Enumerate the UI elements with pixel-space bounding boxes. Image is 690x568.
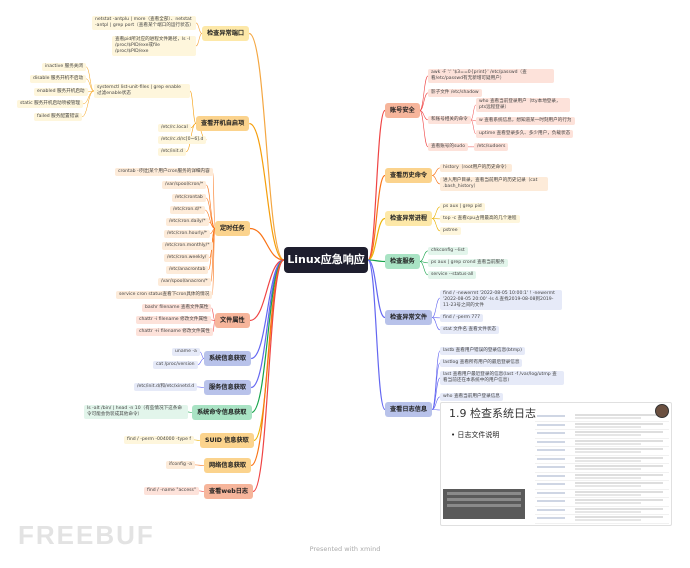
leaf-account-sudo[interactable]: 查看账号的sudo bbox=[428, 143, 469, 151]
branch-autostart[interactable]: 查看开机自启项 bbox=[196, 116, 250, 131]
leaf-files-stat[interactable]: stat 文件名 查看文件状态 bbox=[440, 326, 500, 334]
branch-cron[interactable]: 定时任务 bbox=[215, 221, 250, 236]
branch-ports[interactable]: 检查异常端口 bbox=[202, 26, 250, 41]
leaf-suid[interactable]: find / -perm -004000 -type f bbox=[124, 436, 194, 444]
branch-file-attr[interactable]: 文件属性 bbox=[215, 313, 250, 328]
leaf-autostart-rclocal[interactable]: /etc/rc.local bbox=[158, 124, 191, 132]
leaf-cron-crontab[interactable]: /etc/crontab bbox=[172, 194, 206, 202]
leaf-cron-monthly[interactable]: /etc/cron.monthly/* bbox=[162, 242, 213, 250]
leaf-account-awk[interactable]: awk -F ':' '$3==0{print}' /etc/passwd（查看… bbox=[428, 69, 554, 83]
branch-process[interactable]: 检查异常进程 bbox=[385, 211, 433, 226]
leaf-cron-anacrontab[interactable]: /etc/anacrontab bbox=[166, 266, 209, 274]
leaf-account-who[interactable]: who 查看当前登录用户（tty本地登录，pts远程登录） bbox=[476, 98, 570, 112]
leaf-cron-hourly[interactable]: /etc/cron.hourly/* bbox=[164, 230, 211, 238]
leaf-account-shadow[interactable]: 影子文件 /etc/shadow bbox=[428, 89, 482, 97]
leaf-cron-anacron[interactable]: /var/spool/anacron/* bbox=[158, 278, 211, 286]
leaf-web[interactable]: find / -name "access" bbox=[144, 487, 200, 495]
leaf-history-root[interactable]: history（root用户的历史命令） bbox=[440, 164, 513, 172]
leaf-attr-chattr-minus[interactable]: chattr -i filename 修改文件属性 bbox=[136, 316, 211, 324]
leaf-autostart-initd[interactable]: /etc/init.d bbox=[158, 148, 186, 156]
leaf-service-info[interactable]: /etc/init.d/和/etc/xinetd.d bbox=[134, 383, 198, 391]
leaf-autostart-static[interactable]: static 服务开机启动项被管理 bbox=[17, 100, 84, 108]
central-topic[interactable]: Linux应急响应 bbox=[284, 247, 368, 273]
leaf-cron-crond[interactable]: /etc/cron.d/* bbox=[170, 206, 205, 214]
leaf-account-uptime[interactable]: uptime 查看登录多久、多少用户，负载状态 bbox=[476, 130, 574, 138]
watermark-logo: FREEBUF bbox=[18, 520, 155, 550]
leaf-cmd-info[interactable]: ls -alt /bin/ | head -n 10（有些情况下这条命令可能会伪… bbox=[84, 405, 188, 419]
leaf-services-chkconfig[interactable]: chkconfig --list bbox=[428, 247, 468, 255]
doc-title: 1.9 检查系统日志 bbox=[449, 407, 536, 420]
branch-logs[interactable]: 查看日志信息 bbox=[385, 402, 433, 417]
leaf-ports-netstat[interactable]: netstat -antplu | more（查看全部）、netstat -an… bbox=[92, 16, 196, 30]
branch-net[interactable]: 网络信息获取 bbox=[204, 458, 252, 473]
leaf-autostart-rcd[interactable]: /etc/rc.d/rc[0~6].d bbox=[158, 136, 207, 144]
leaf-account-sudoers[interactable]: /etc/sudoers bbox=[474, 143, 509, 151]
leaf-sysinfo-version[interactable]: cat /proc/version bbox=[153, 361, 198, 369]
leaf-logs-who[interactable]: who 查看当前用户登录信息 bbox=[440, 393, 503, 401]
doc-screenshot-block bbox=[443, 489, 525, 519]
leaf-cron-list[interactable]: crontab -l列出某个用户cron服务的详细内容 bbox=[115, 168, 213, 176]
branch-service-info[interactable]: 服务信息获取 bbox=[204, 380, 252, 395]
branch-cmd-info[interactable]: 系统命令信息获取 bbox=[192, 405, 252, 420]
leaf-logs-last[interactable]: last 查看用户最近登录的信息(last -f /var/log/utmp 查… bbox=[440, 371, 564, 385]
leaf-ports-pid[interactable]: 查看pid所对应的进程文件路径，ls -l /proc/$PID/exe或fil… bbox=[112, 36, 196, 56]
branch-account[interactable]: 账号安全 bbox=[385, 103, 420, 118]
leaf-logs-lastlog[interactable]: lastlog 查看所有用户的最后登录信息 bbox=[440, 359, 523, 367]
leaf-files-newermt[interactable]: find / -newermt '2022-08-05 10:00:1' ! -… bbox=[440, 290, 562, 310]
leaf-autostart-systemctl[interactable]: systemctl list-unit-files | grep enable … bbox=[94, 84, 190, 98]
branch-sysinfo[interactable]: 系统信息获取 bbox=[204, 351, 252, 366]
leaf-cron-daily[interactable]: /etc/cron.daily/* bbox=[166, 218, 209, 226]
leaf-attr-chattr-plus[interactable]: chattr +i filename 修改文件属性 bbox=[136, 328, 213, 336]
leaf-autostart-failed[interactable]: failed 服务配置错误 bbox=[34, 113, 82, 121]
leaf-account-w[interactable]: w 查看系统信息，想知道某一时刻用户的行为 bbox=[476, 117, 575, 125]
footer-credit: Presented with xmind bbox=[309, 545, 381, 553]
leaf-cron-weekly[interactable]: /etc/cron.weekly/ bbox=[164, 254, 210, 262]
branch-services[interactable]: 检查服务 bbox=[385, 254, 420, 269]
leaf-attr-bashr[interactable]: bashr filename 查看文件属性 bbox=[142, 304, 212, 312]
embedded-log-doc-image[interactable]: 1.9 检查系统日志 • 日志文件说明 bbox=[440, 402, 672, 526]
leaf-logs-lastb[interactable]: lastb 查看用户错误的登录信息(btmp) bbox=[440, 347, 525, 355]
leaf-process-pstree[interactable]: pstree bbox=[440, 227, 461, 235]
leaf-services-status[interactable]: service --status-all bbox=[428, 271, 477, 279]
doc-table bbox=[535, 413, 669, 524]
leaf-account-commands[interactable]: 和账号相关的命令 bbox=[428, 116, 471, 124]
leaf-history-bash[interactable]: 进入用户目录，查看当前用户的历史记录（cat .bash_history） bbox=[440, 177, 548, 191]
branch-history[interactable]: 查看历史命令 bbox=[385, 168, 433, 183]
leaf-files-perm[interactable]: find / -perm 777 bbox=[440, 314, 484, 322]
leaf-process-ps[interactable]: ps aux | grep pid bbox=[440, 203, 485, 211]
leaf-sysinfo-uname[interactable]: uname -a bbox=[172, 348, 200, 356]
leaf-process-top[interactable]: top -c 查看cpu占用最高的几个进程 bbox=[440, 215, 520, 223]
leaf-autostart-inactive[interactable]: inactive 服务关闭 bbox=[42, 63, 86, 71]
leaf-autostart-enabled[interactable]: enabled 服务开机启动 bbox=[34, 88, 88, 96]
avatar bbox=[655, 404, 669, 418]
branch-files[interactable]: 检查异常文件 bbox=[385, 310, 433, 325]
leaf-cron-status[interactable]: service cron status查看下cron具体的情况 bbox=[116, 291, 213, 299]
leaf-autostart-disable[interactable]: disable 服务开机不启动 bbox=[30, 75, 87, 83]
leaf-net[interactable]: ifconfig -a bbox=[166, 461, 195, 469]
leaf-cron-spool[interactable]: /var/spool/cron/* bbox=[162, 181, 207, 189]
branch-web-log[interactable]: 查看web日志 bbox=[204, 484, 254, 499]
branch-suid[interactable]: SUID 信息获取 bbox=[200, 433, 254, 448]
doc-bullet: • 日志文件说明 bbox=[451, 431, 500, 439]
leaf-services-crond[interactable]: ps aux | grep crond 查看当前服务 bbox=[428, 259, 508, 267]
